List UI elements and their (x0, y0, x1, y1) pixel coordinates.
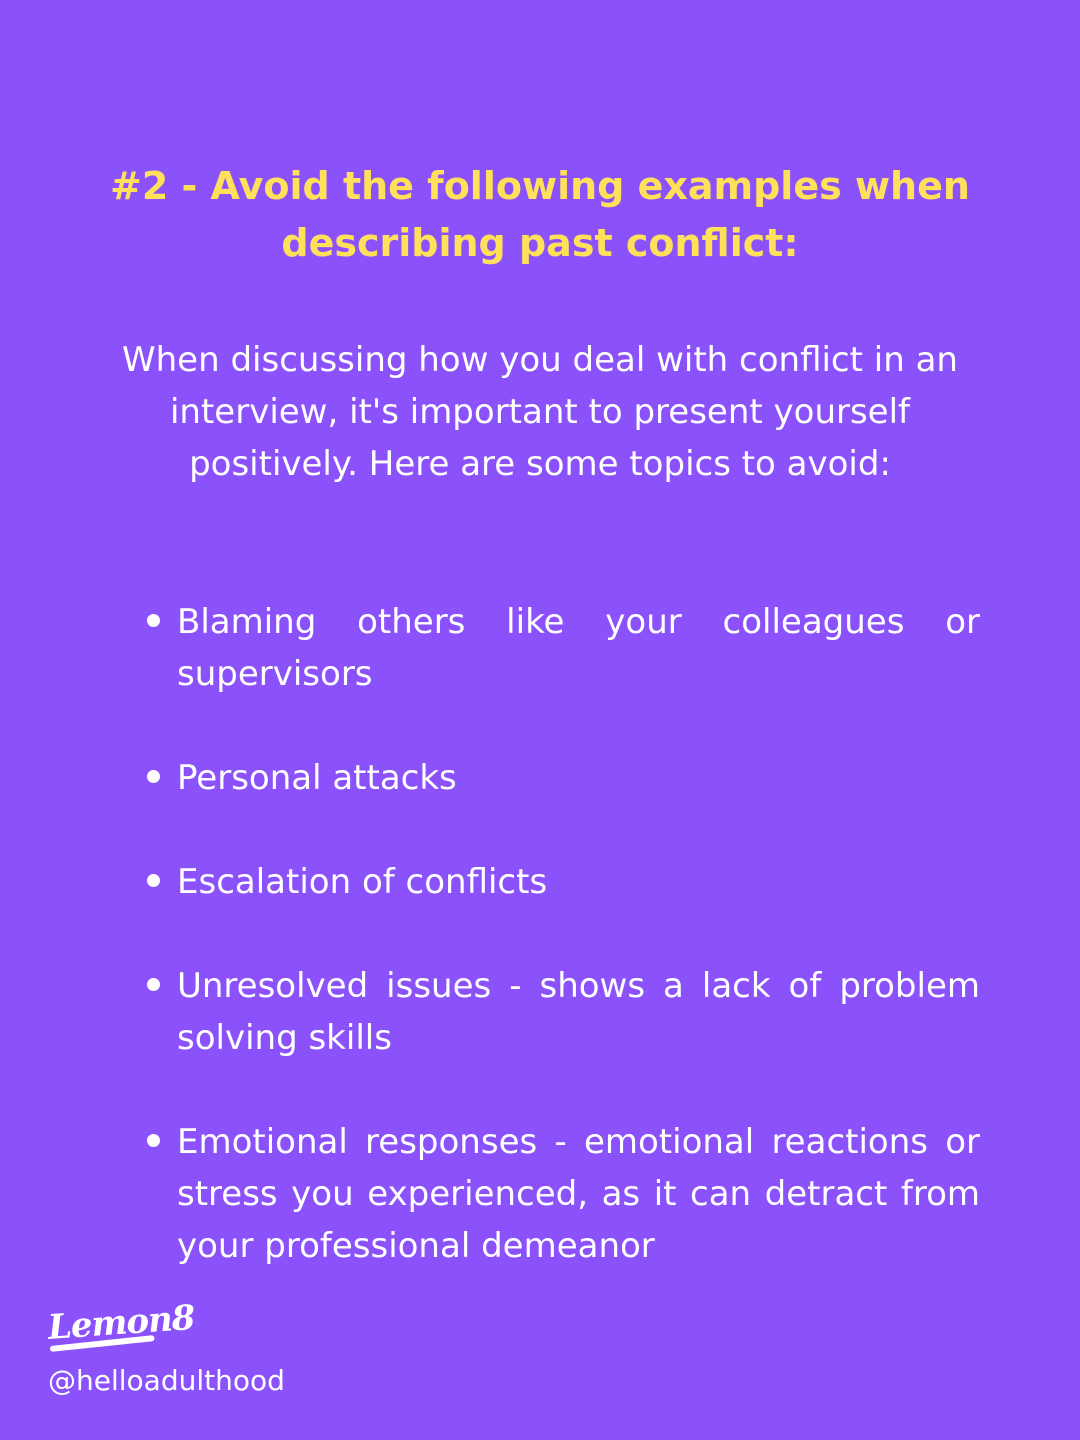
list-item-text: Blaming others like your colleagues or s… (177, 602, 980, 694)
list-item: Emotional responses - emotional reaction… (130, 1116, 980, 1272)
list-item: Blaming others like your colleagues or s… (130, 596, 980, 700)
bullet-icon (147, 770, 160, 783)
list-item: Unresolved issues - shows a lack of prob… (130, 960, 980, 1064)
bullet-icon (147, 1134, 160, 1147)
intro-paragraph: When discussing how you deal with confli… (122, 340, 958, 484)
author-handle: @helloadulthood (48, 1364, 285, 1397)
bullet-icon (147, 614, 160, 627)
list-item: Escalation of conflicts (130, 856, 980, 908)
list-item-text: Escalation of conflicts (177, 862, 548, 902)
avoid-topics-list: Blaming others like your colleagues or s… (130, 596, 980, 1272)
list-item-text: Unresolved issues - shows a lack of prob… (177, 966, 980, 1058)
list-item: Personal attacks (130, 752, 980, 804)
list-item-text: Personal attacks (177, 758, 457, 798)
slide-title: #2 - Avoid the following examples when d… (110, 164, 970, 265)
bullet-icon (147, 874, 160, 887)
list-item-text: Emotional responses - emotional reaction… (177, 1122, 980, 1266)
bullet-icon (147, 978, 160, 991)
